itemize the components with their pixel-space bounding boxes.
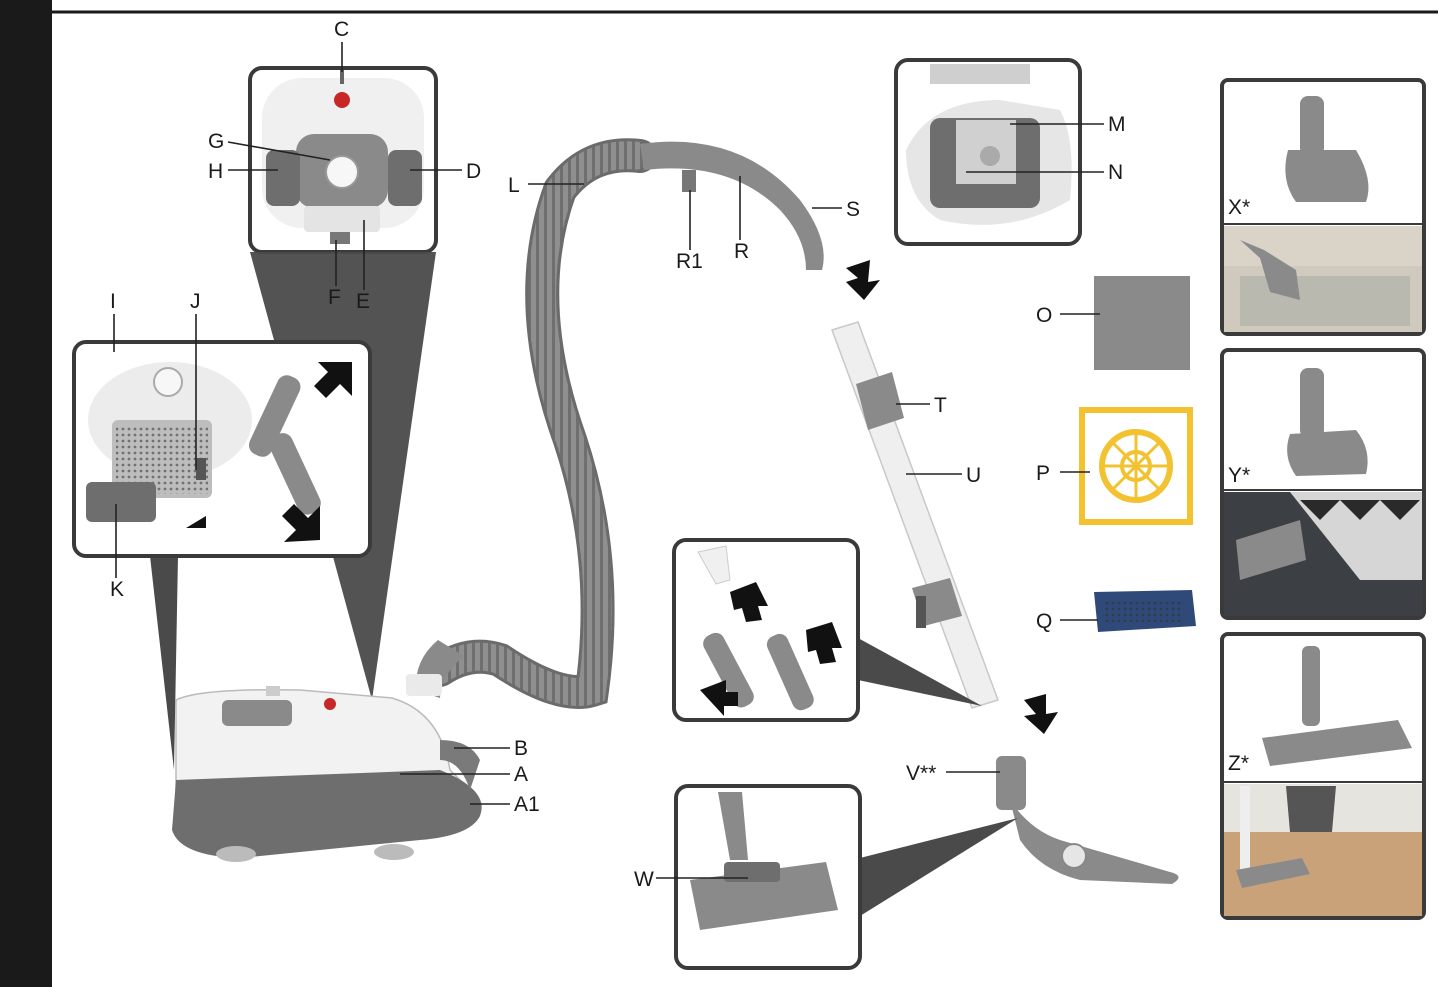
nozzle-connection-inset [672, 538, 860, 722]
control-panel-inset [248, 66, 438, 254]
accessory-panel-X [1220, 78, 1426, 336]
label-Y: Y* [1228, 464, 1250, 487]
arrow-tube-down [1024, 694, 1058, 734]
label-X: X* [1228, 196, 1250, 219]
label-K: K [110, 578, 124, 601]
label-M: M [1108, 113, 1126, 136]
label-H: H [208, 160, 223, 183]
label-P: P [1036, 462, 1050, 485]
accessory-panel-Z [1220, 632, 1426, 920]
pointer-wedge-left [150, 556, 178, 770]
label-T: T [934, 394, 947, 417]
left-edge-bar [0, 0, 52, 987]
filter-inset [72, 340, 372, 558]
label-E: E [356, 290, 370, 313]
label-G: G [208, 130, 224, 153]
pointer-wedge-head [860, 818, 1018, 916]
label-R1: R1 [676, 250, 703, 273]
bag-compartment-inset [894, 58, 1082, 246]
label-U: U [966, 464, 981, 487]
filter-Q [1094, 590, 1196, 632]
label-F: F [328, 286, 341, 309]
label-C: C [334, 18, 349, 41]
label-N: N [1108, 161, 1123, 184]
arrow-up-right [314, 362, 352, 398]
label-V: V** [906, 762, 936, 785]
label-Z: Z* [1228, 752, 1249, 775]
label-A: A [514, 763, 528, 786]
label-L: L [508, 174, 520, 197]
accessory-panel-Y [1220, 348, 1426, 620]
floor-head-V [996, 756, 1179, 884]
label-O: O [1036, 304, 1052, 327]
pointer-wedge-tube [858, 638, 982, 706]
label-W: W [634, 868, 654, 891]
label-S: S [846, 198, 860, 221]
label-J: J [190, 290, 201, 313]
arrow-down-right [282, 504, 320, 542]
label-B: B [514, 737, 528, 760]
filter-O [1094, 276, 1190, 370]
vacuum-body [172, 686, 482, 862]
telescopic-tube [831, 321, 999, 709]
label-Q: Q [1036, 610, 1052, 633]
floor-brush-inset [674, 784, 862, 970]
hose [406, 138, 824, 709]
label-R: R [734, 240, 749, 263]
label-A1: A1 [514, 793, 540, 816]
label-I: I [110, 290, 116, 313]
filter-P [1079, 407, 1193, 525]
arrow-hose-down [846, 260, 880, 300]
label-D: D [466, 160, 481, 183]
